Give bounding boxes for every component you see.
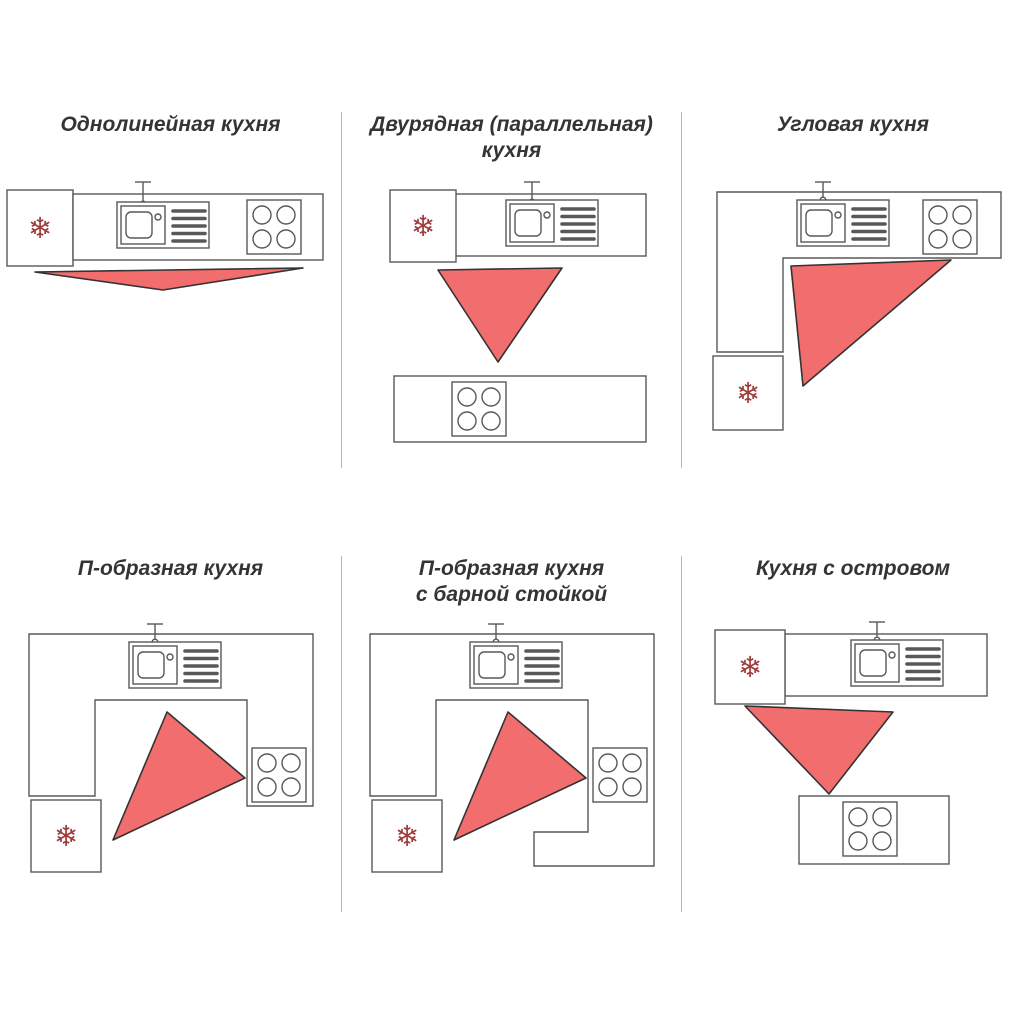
sink-icon bbox=[850, 621, 944, 687]
work-triangle bbox=[111, 711, 246, 841]
cell-u-shaped-bar: П-образная кухня с барной стойкой bbox=[341, 556, 682, 912]
stove-icon bbox=[922, 199, 978, 255]
fridge-icon: ❄ bbox=[714, 629, 786, 705]
counter-outline bbox=[392, 375, 647, 443]
work-triangle bbox=[452, 711, 587, 841]
snowflake-icon: ❄ bbox=[394, 819, 418, 853]
cell-u-shaped: П-образная кухня bbox=[0, 556, 341, 912]
work-triangle bbox=[744, 705, 894, 795]
stove-icon bbox=[250, 747, 307, 803]
kitchen-plan-u-shaped: ❄ bbox=[27, 623, 314, 873]
stove-icon bbox=[591, 747, 648, 803]
sink-icon bbox=[115, 181, 210, 249]
counter-outline bbox=[368, 633, 655, 867]
cell-title: Двурядная (параллельная) кухня bbox=[370, 113, 653, 163]
stove-icon bbox=[842, 801, 898, 857]
sink-icon bbox=[127, 623, 222, 689]
cell-title: П-образная кухня с барной стойкой bbox=[415, 557, 608, 607]
cell-corner: Угловая кухня bbox=[682, 112, 1024, 468]
fridge-icon: ❄ bbox=[712, 355, 784, 431]
sink-icon bbox=[796, 181, 890, 247]
fridge-icon: ❄ bbox=[370, 799, 443, 873]
stove-icon bbox=[245, 199, 302, 255]
snowflake-icon: ❄ bbox=[410, 209, 434, 243]
kitchen-plan-u-shaped-bar: ❄ bbox=[368, 623, 655, 873]
fridge-icon: ❄ bbox=[388, 189, 457, 263]
work-triangle bbox=[436, 267, 563, 363]
fridge-icon: ❄ bbox=[29, 799, 102, 873]
cell-two-row: Двурядная (параллельная) кухня ❄ bbox=[341, 112, 682, 468]
fridge-icon: ❄ bbox=[5, 189, 74, 267]
counter-outline bbox=[27, 633, 314, 807]
cell-single-line: Однолинейная кухня ❄ bbox=[0, 112, 341, 468]
work-triangle bbox=[790, 259, 952, 387]
cell-title: П-образная кухня bbox=[77, 557, 264, 580]
cell-title: Кухня с островом bbox=[755, 557, 950, 580]
cell-title: Однолинейная кухня bbox=[60, 113, 281, 136]
sink-icon bbox=[504, 181, 599, 247]
kitchen-plan-two-row: ❄ bbox=[388, 181, 647, 443]
cell-island: Кухня с островом ❄ bbox=[682, 556, 1024, 912]
snowflake-icon: ❄ bbox=[27, 211, 51, 245]
kitchen-plan-island: ❄ bbox=[714, 621, 988, 865]
cell-title: Угловая кухня bbox=[776, 113, 930, 136]
snowflake-icon: ❄ bbox=[738, 650, 762, 684]
work-triangle bbox=[33, 267, 304, 291]
snowflake-icon: ❄ bbox=[53, 819, 77, 853]
kitchen-plan-corner: ❄ bbox=[712, 181, 1002, 431]
snowflake-icon: ❄ bbox=[736, 376, 760, 410]
kitchen-plan-single-line: ❄ bbox=[5, 181, 324, 291]
stove-icon bbox=[450, 381, 507, 437]
sink-icon bbox=[468, 623, 563, 689]
